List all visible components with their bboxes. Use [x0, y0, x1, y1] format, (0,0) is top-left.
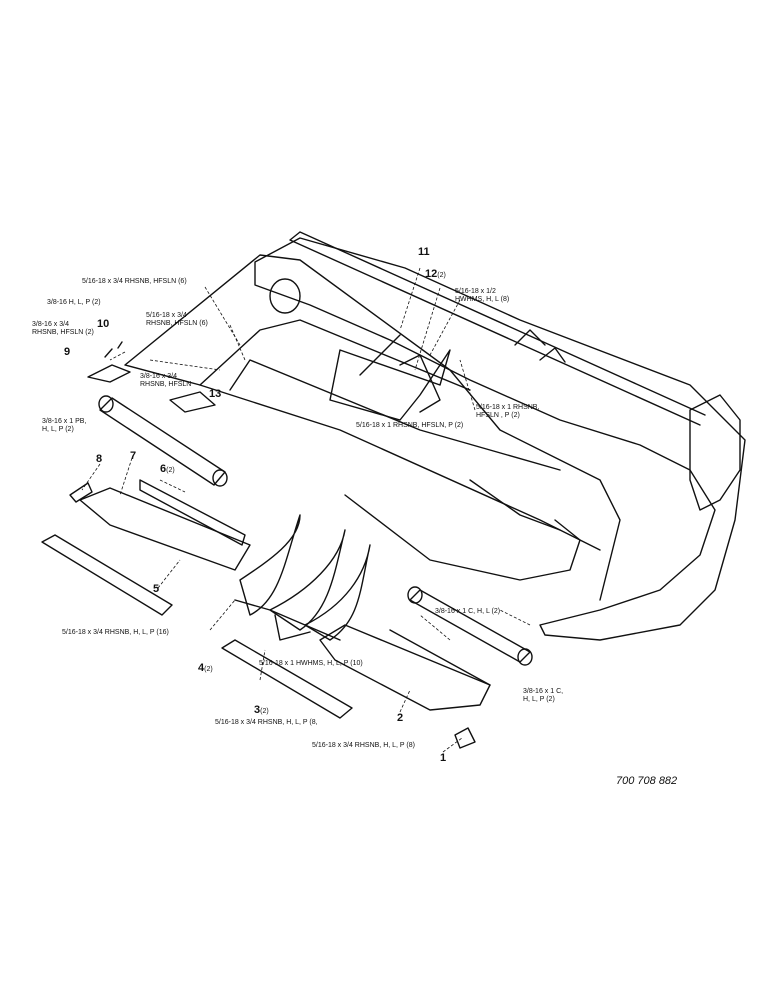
bracket-1 — [454, 727, 476, 749]
plate-12 — [399, 354, 441, 413]
gearbox — [689, 394, 741, 511]
part-number-10: 10 — [97, 318, 110, 330]
callout-d: 3/8-16 x 3/4 RHSNB, HFSLN (2) — [32, 321, 94, 336]
callout-b: 5/16-18 x 3/4 RHSNB, HFSLN (6) — [146, 312, 208, 327]
callout-a: 5/16-18 x 3/4 RHSNB, HFSLN (6) — [82, 278, 187, 285]
curved-shield-4c — [304, 544, 371, 641]
figure-number: 700 708 882 — [616, 775, 678, 787]
part-number-11: 11 — [418, 246, 430, 258]
callout-g: 5/16-18 x 1/2 HWHMS, H, L (8) — [455, 288, 510, 303]
callout-h: 5/16-18 x 1 RHSNB, HFSLN , P (2) — [476, 404, 540, 419]
part-number-8: 8 — [96, 453, 103, 465]
callout-e: 3/8-16 x 3/4 RHSNB, HFSLN — [140, 373, 192, 388]
callout-o: 5/16-18 x 3/4 RHSNB, H, L, P (8) — [312, 742, 415, 749]
part-number-6: 6(2) — [160, 463, 175, 475]
part-number-3: 3(2) — [254, 704, 269, 716]
callout-l: 3/8-16 x 1 C, H, L, P (2) — [523, 688, 564, 703]
callout-n: 5/16-18 x 3/4 RHSNB, H, L, P (8, — [215, 719, 318, 726]
callout-j: 5/16-18 x 3/4 RHSNB, H, L, P (16) — [62, 629, 169, 636]
bottom-pan — [344, 479, 581, 581]
callout-k: 3/8-16 x 1 C, H, L (2) — [435, 608, 501, 615]
panel-5-lower — [41, 534, 173, 616]
callout-m: 5/16-18 x 1 HWHMS, H, L, P (10) — [259, 660, 363, 667]
part-number-7: 7 — [130, 450, 137, 462]
curved-shield-4a — [239, 514, 301, 616]
part-number-4: 4(2) — [198, 662, 213, 674]
header-frame — [254, 237, 746, 641]
part-number-9: 9 — [64, 346, 71, 358]
bracket-10 — [104, 341, 123, 358]
callout-c: 3/8-16 H, L, P (2) — [47, 299, 101, 306]
auger-shield — [329, 349, 451, 421]
auger-end-hole — [269, 278, 301, 314]
bracket-8 — [69, 482, 93, 503]
part-number-5: 5 — [153, 583, 160, 595]
panel-2 — [319, 624, 491, 711]
strip-3 — [221, 639, 353, 719]
callout-f: 3/8-16 x 1 PB, H, L, P (2) — [42, 418, 87, 433]
callout-i: 5/16-18 x 1 RHSNB, HFSLN, P (2) — [356, 422, 464, 429]
panel-5-upper — [79, 487, 251, 571]
plate-13 — [169, 391, 216, 413]
part-number-1: 1 — [440, 752, 447, 764]
strip-6 — [139, 479, 246, 546]
top-beam — [289, 231, 706, 426]
part-number-13: 13 — [209, 388, 222, 400]
part-number-2: 2 — [397, 712, 404, 724]
bracket-9 — [87, 364, 131, 383]
curved-shield-4b — [269, 529, 346, 631]
part-number-12: 12(2) — [425, 268, 446, 280]
